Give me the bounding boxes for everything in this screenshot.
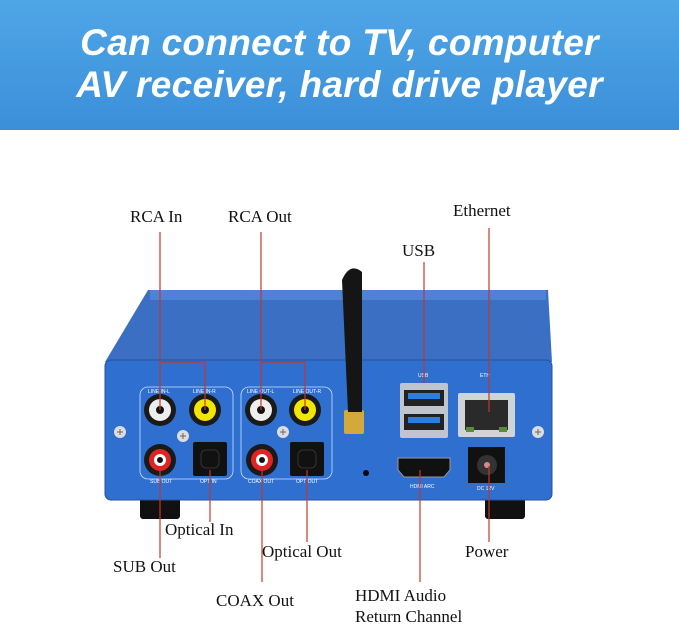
hdmi-port: [397, 457, 451, 478]
callout-hdmi-line2: Return Channel: [355, 607, 463, 626]
callout-hdmi-line1: HDMI Audio: [355, 586, 447, 605]
output-group-outline: [240, 386, 333, 480]
banner-title-line1: Can connect to TV, computer: [80, 22, 599, 63]
rca-sub-out-jack: [144, 444, 176, 476]
leader-lines: [159, 228, 490, 582]
callout-rca-out: RCA Out: [228, 207, 292, 226]
callout-usb: USB: [402, 241, 436, 260]
screw-icon: [532, 426, 544, 438]
panel-port-label: ETH: [480, 373, 490, 379]
indicator-hole: [363, 470, 369, 476]
device-top: [105, 290, 552, 362]
optical-out-port: [290, 442, 324, 476]
panel-port-label: HDMI ARC: [410, 484, 435, 490]
banner-title-line2: AV receiver, hard drive player: [76, 64, 603, 105]
input-group-outline: [139, 386, 234, 480]
panel-port-label: OPT IN: [200, 479, 217, 485]
coax-out-jack: [246, 444, 278, 476]
panel-port-label: DC 12V: [477, 486, 495, 492]
screw-icon: [177, 430, 189, 442]
callout-power: Power: [465, 542, 509, 561]
callout-optical-out: Optical Out: [262, 542, 342, 561]
banner: Can connect to TV, computer AV receiver,…: [0, 0, 679, 130]
callout-coax-out: COAX Out: [216, 591, 294, 610]
panel-port-label: SUB OUT: [150, 479, 172, 485]
screw-icon: [114, 426, 126, 438]
screw-icon: [277, 426, 289, 438]
antenna-connector: [344, 410, 364, 434]
callout-sub-out: SUB Out: [113, 557, 176, 576]
callout-ethernet: Ethernet: [453, 201, 511, 220]
panel-port-label: COAX OUT: [248, 479, 274, 485]
panel-port-label: LINE OUT-R: [293, 389, 321, 395]
antenna: [342, 268, 362, 412]
callout-rca-in: RCA In: [130, 207, 183, 226]
panel-port-label: LINE IN-L: [148, 389, 170, 395]
optical-in-port: [193, 442, 227, 476]
callout-optical-in: Optical In: [165, 520, 234, 539]
foot-right: [485, 495, 525, 519]
